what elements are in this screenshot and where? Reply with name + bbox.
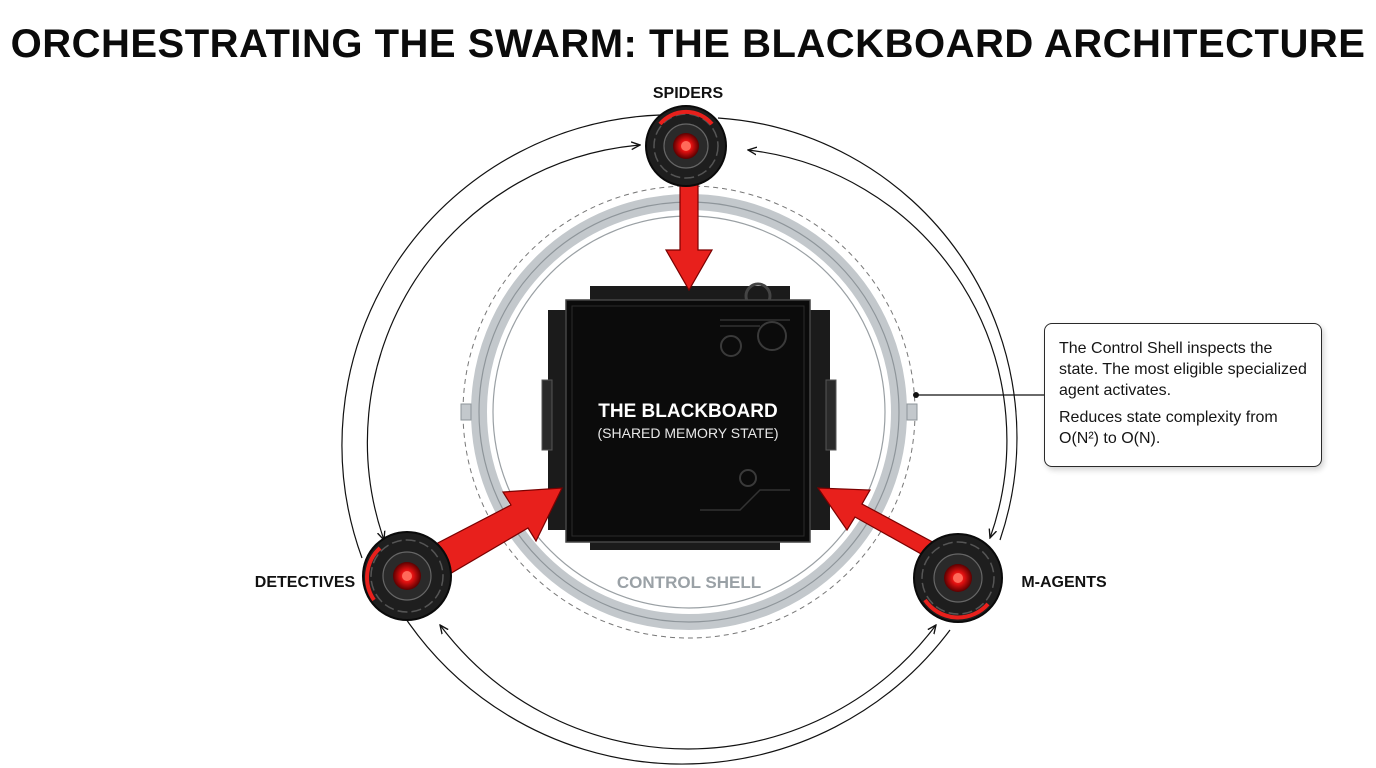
callout-box: The Control Shell inspects the state. Th… — [1044, 323, 1322, 467]
blackboard-subtitle: (SHARED MEMORY STATE) — [598, 425, 779, 441]
arrow-detectives-to-blackboard — [431, 487, 563, 576]
arrow-m-agents-to-blackboard — [816, 487, 941, 561]
agent-arrows — [431, 177, 941, 576]
blackboard-title: THE BLACKBOARD — [598, 401, 777, 422]
node-detectives: DETECTIVES — [255, 531, 452, 621]
page-title: ORCHESTRATING THE SWARM: THE BLACKBOARD … — [10, 22, 1366, 66]
callout-leader — [913, 392, 1044, 398]
callout-text-2: Reduces state complexity from O(N²) to O… — [1059, 409, 1278, 447]
blackboard: THE BLACKBOARD (SHARED MEMORY STATE) — [541, 282, 837, 550]
node-spiders: SPIDERS — [645, 85, 727, 187]
orbit-connectors — [341, 114, 1018, 765]
label-m-agents: M-AGENTS — [1021, 574, 1107, 591]
node-m-agents: M-AGENTS — [913, 533, 1107, 623]
control-shell-label: CONTROL SHELL — [617, 573, 761, 592]
label-detectives: DETECTIVES — [255, 574, 356, 591]
label-spiders: SPIDERS — [653, 85, 724, 102]
callout-text-1: The Control Shell inspects the state. Th… — [1059, 340, 1307, 399]
arrow-spiders-to-blackboard — [664, 177, 714, 292]
